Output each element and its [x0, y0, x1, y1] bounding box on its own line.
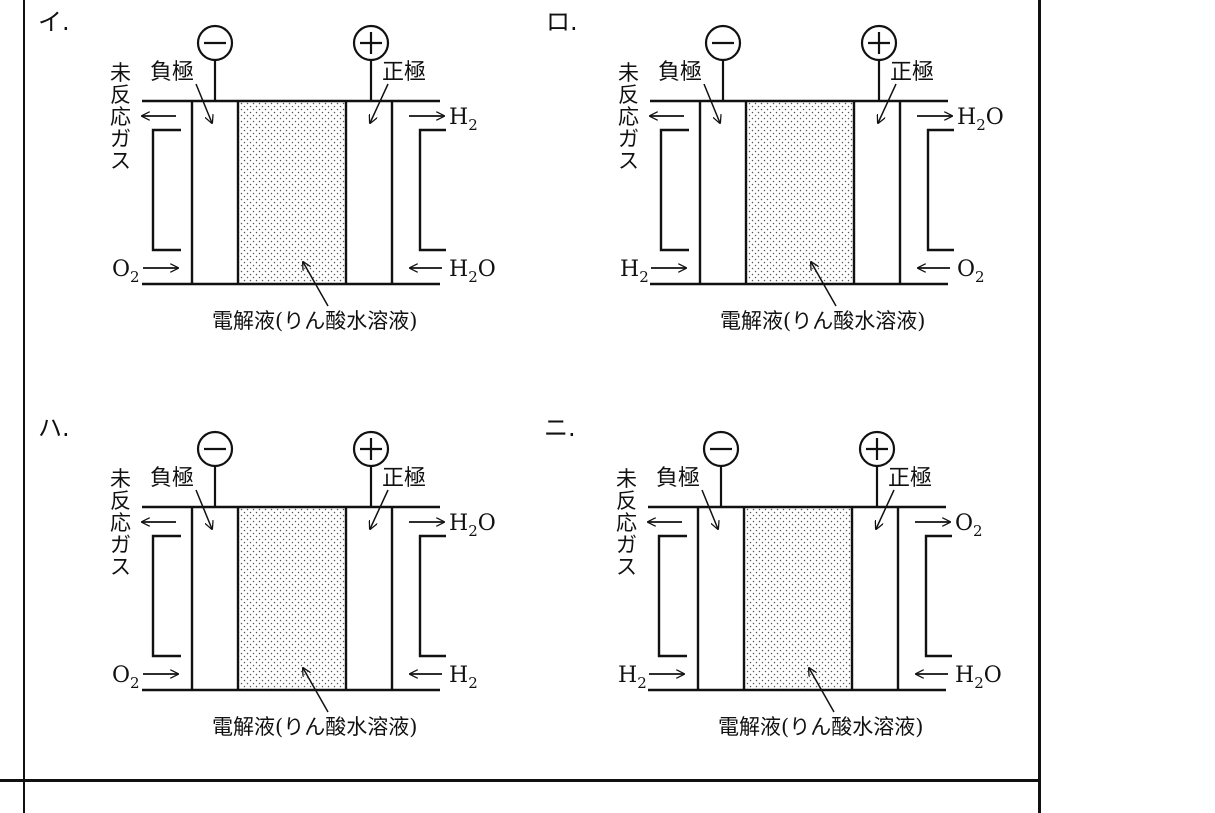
unreacted-gas-char: ス: [618, 149, 639, 173]
electrolyte-pointer: [809, 668, 835, 713]
negative-electrode-label: 負極: [150, 466, 194, 491]
right-outlet-gas: H2O: [449, 511, 496, 540]
left-inlet-gas: O2: [112, 257, 140, 286]
negative-label-pointer: [195, 489, 212, 529]
left-border-line: [23, 0, 25, 813]
electrolyte-pointer: [303, 668, 329, 713]
right-inlet-gas: H2O: [955, 663, 1002, 692]
left-inlet-gas: H2: [620, 257, 649, 286]
right-gas-channel-bracket: [418, 128, 446, 252]
unreacted-gas-char: 未: [616, 467, 637, 491]
positive-label-pointer: [370, 83, 389, 123]
right-gas-channel-bracket: [926, 128, 954, 252]
left-gas-channel-bracket: [659, 128, 689, 252]
left-inlet-gas: O2: [112, 663, 140, 692]
positive-electrode-label: 正極: [382, 60, 426, 85]
unreacted-gas-char: ガ: [616, 533, 637, 557]
unreacted-gas-char: 反: [110, 83, 131, 107]
unreacted-gas-char: 応: [110, 511, 131, 535]
negative-label-pointer: [703, 83, 720, 123]
right-inlet-gas: O2: [957, 257, 985, 286]
electrolyte-region: [744, 507, 852, 690]
positive-label-pointer: [876, 489, 895, 529]
unreacted-gas-char: 反: [616, 489, 637, 513]
unreacted-gas-char: 応: [110, 105, 131, 129]
unreacted-gas-char: 未: [110, 467, 131, 491]
unreacted-gas-char: ガ: [618, 127, 639, 151]
right-gas-channel-bracket: [418, 534, 446, 658]
unreacted-gas-char: 反: [618, 83, 639, 107]
option-letter: ロ.: [546, 8, 578, 36]
negative-electrode-label: 負極: [150, 60, 194, 85]
bottom-divider-line: [0, 779, 1041, 782]
electrolyte-region: [238, 507, 346, 690]
option-letter: ニ.: [544, 414, 576, 442]
positive-electrode-label: 正極: [888, 466, 932, 491]
electrolyte-pointer: [811, 262, 837, 307]
unreacted-gas-char: 応: [618, 105, 639, 129]
left-inlet-gas: H2: [618, 663, 647, 692]
negative-label-pointer: [701, 489, 718, 529]
unreacted-gas-char: 未: [618, 61, 639, 85]
unreacted-gas-char: 未: [110, 61, 131, 85]
unreacted-gas-char: ス: [110, 149, 131, 173]
option-letter: ハ.: [38, 414, 70, 442]
right-gas-channel-bracket: [924, 534, 952, 658]
negative-label-pointer: [195, 83, 212, 123]
right-outlet-gas: H2O: [957, 105, 1004, 134]
electrolyte-label: 電解液(りん酸水溶液): [720, 309, 925, 333]
electrolyte-label: 電解液(りん酸水溶液): [718, 715, 923, 739]
negative-electrode-label: 負極: [656, 466, 700, 491]
unreacted-gas-char: ガ: [110, 533, 131, 557]
electrolyte-region: [238, 101, 346, 284]
right-inlet-gas: H2O: [449, 257, 496, 286]
positive-electrode-label: 正極: [382, 466, 426, 491]
electrolyte-label: 電解液(りん酸水溶液): [212, 715, 417, 739]
unreacted-gas-char: ス: [110, 555, 131, 579]
electrolyte-pointer: [303, 262, 329, 307]
left-gas-channel-bracket: [151, 534, 181, 658]
negative-electrode-label: 負極: [658, 60, 702, 85]
option-letter: イ.: [38, 8, 70, 36]
unreacted-gas-char: 応: [616, 511, 637, 535]
positive-label-pointer: [878, 83, 897, 123]
positive-electrode-label: 正極: [890, 60, 934, 85]
electrolyte-label: 電解液(りん酸水溶液): [212, 309, 417, 333]
left-gas-channel-bracket: [657, 534, 687, 658]
electrolyte-region: [746, 101, 854, 284]
unreacted-gas-char: 反: [110, 489, 131, 513]
right-outlet-gas: H2: [449, 105, 478, 134]
positive-label-pointer: [370, 489, 389, 529]
unreacted-gas-char: ガ: [110, 127, 131, 151]
right-border-line: [1038, 0, 1041, 813]
right-inlet-gas: H2: [449, 663, 478, 692]
left-gas-channel-bracket: [151, 128, 181, 252]
unreacted-gas-char: ス: [616, 555, 637, 579]
right-outlet-gas: O2: [955, 511, 983, 540]
